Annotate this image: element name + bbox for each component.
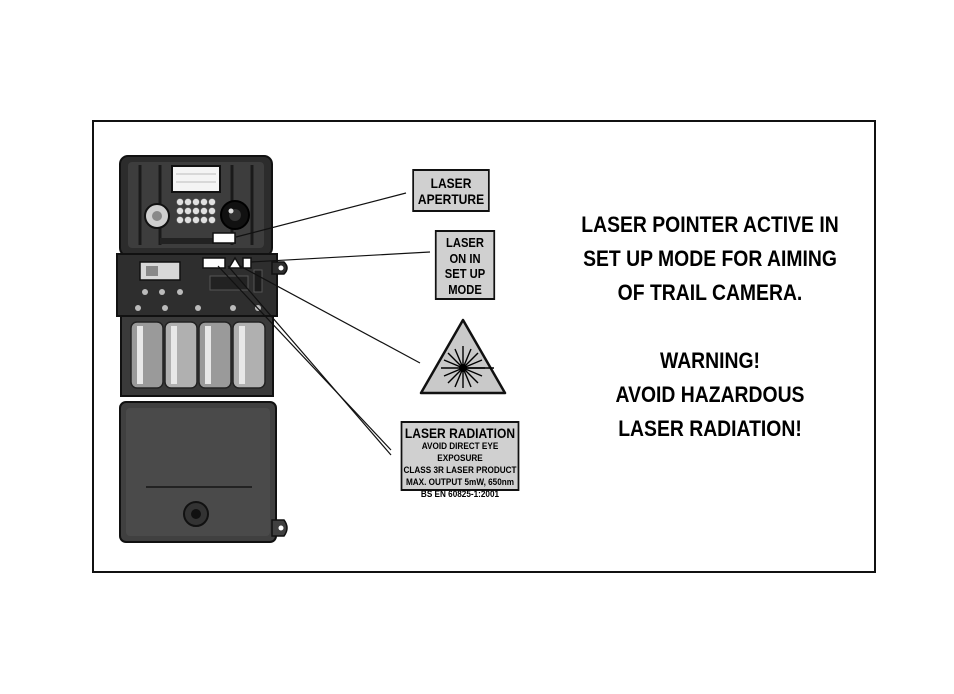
notice-line: OF TRAIL CAMERA. [578, 276, 842, 310]
label-line: ON IN [437, 251, 494, 267]
warning-heading: WARNING! [578, 344, 842, 378]
battery-compartment [121, 316, 273, 396]
flash-window [172, 166, 220, 192]
ir-led-array [177, 199, 216, 224]
notice-text: LASER POINTER ACTIVE IN SET UP MODE FOR … [560, 208, 860, 446]
notice-line: LASER POINTER ACTIVE IN [578, 208, 842, 242]
label-line: LASER [414, 175, 488, 191]
radiation-line: BS EN 60825-1:2001 [402, 489, 517, 501]
radiation-title: LASER RADIATION [402, 425, 517, 441]
laser-hazard-triangle-icon [421, 320, 505, 393]
camera-door [120, 402, 287, 542]
notice-line: SET UP MODE FOR AIMING [578, 242, 842, 276]
radiation-line: MAX. OUTPUT 5mW, 650nm [402, 477, 517, 489]
laser-radiation-label: LASER RADIATION AVOID DIRECT EYE EXPOSUR… [401, 421, 520, 491]
warning-line: LASER RADIATION! [578, 412, 842, 446]
label-line: SET UP [437, 266, 494, 282]
laser-setup-mode-label: LASER ON IN SET UP MODE [435, 230, 495, 300]
label-line: MODE [437, 282, 494, 298]
radiation-line: CLASS 3R LASER PRODUCT [402, 465, 517, 477]
camera-top-housing [120, 156, 272, 256]
laser-aperture-label: LASER APERTURE [412, 169, 489, 212]
laser-aperture-marker [213, 233, 235, 243]
laser-setup-marker [203, 258, 225, 268]
warning-line: AVOID HAZARDOUS [578, 378, 842, 412]
camera-control-panel [117, 254, 287, 316]
label-line: APERTURE [414, 191, 488, 207]
label-line: LASER [437, 235, 494, 251]
radiation-line: AVOID DIRECT EYE EXPOSURE [402, 441, 517, 465]
